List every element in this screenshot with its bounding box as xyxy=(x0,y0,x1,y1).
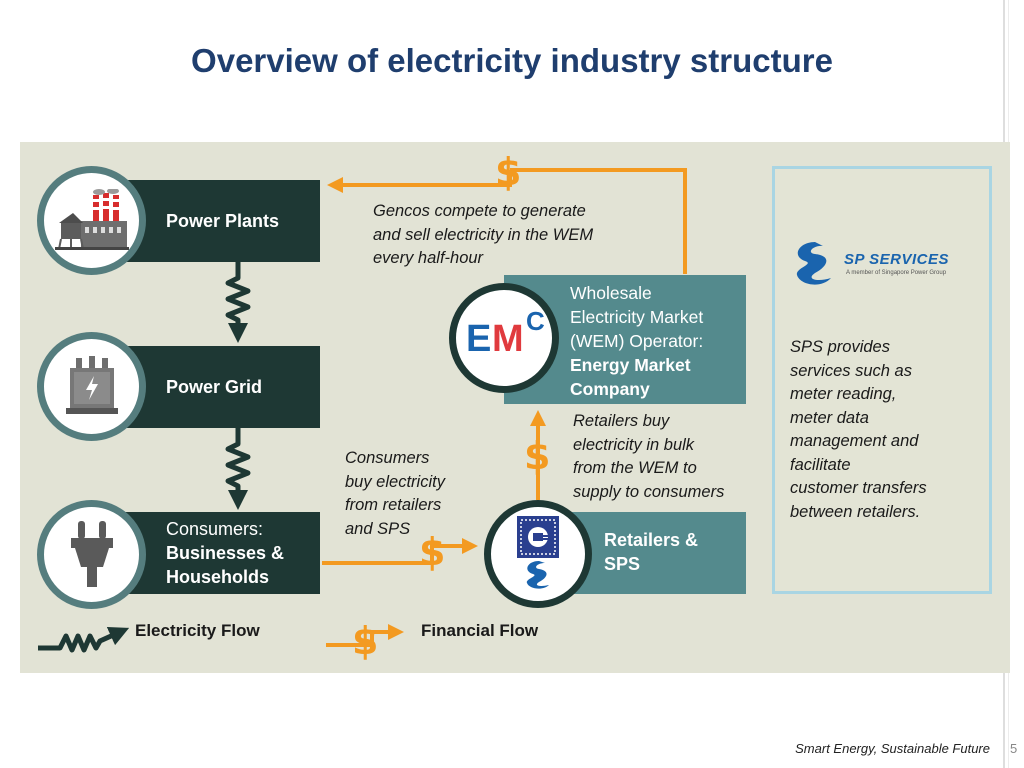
factory-icon xyxy=(54,188,129,250)
emc-logo-letter-m: M xyxy=(492,318,524,360)
sp-services-panel xyxy=(772,166,992,594)
sps-description-line: between retailers. xyxy=(790,502,921,521)
consumers-label-line1: Consumers: xyxy=(166,519,264,539)
wem-label-line4: Energy Market xyxy=(570,355,691,375)
sps-description-line: facilitate xyxy=(790,455,851,474)
dollar-icon: $ xyxy=(524,434,551,478)
wem-label-line5: Company xyxy=(570,379,650,399)
emc-logo-letter-c: C xyxy=(526,306,545,336)
sps-description-line: customer transfers xyxy=(790,479,927,497)
consumers-buy-line: and SPS xyxy=(345,519,411,538)
retailers-buy-line: supply to consumers xyxy=(573,482,725,501)
retailers-buy-line: Retailers buy xyxy=(573,412,670,430)
retailers-buy-line: electricity in bulk xyxy=(573,435,695,454)
sp-services-tagline: A member of Singapore Power Group xyxy=(846,270,947,276)
consumers-buy-line: buy electricity xyxy=(345,472,445,491)
power-plants-circle xyxy=(37,166,146,275)
plug-icon xyxy=(70,520,113,587)
power-grid-label: Power Grid xyxy=(166,377,263,397)
legend-dollar-icon: $ xyxy=(352,619,379,663)
consumers-buy-line: from retailers xyxy=(345,496,442,514)
page-title: Overview of electricity industry structu… xyxy=(191,42,833,79)
electricity-flow-plants-to-grid xyxy=(225,262,251,343)
retailers-label-line2: SPS xyxy=(604,554,641,574)
sps-description-line: SPS provides xyxy=(790,338,890,356)
sps-description-line: meter reading, xyxy=(790,385,897,403)
retailer-logo xyxy=(517,516,559,558)
page-number: 5 xyxy=(1010,741,1018,756)
consumers-label-line3: Households xyxy=(166,567,270,587)
sp-swirl-icon xyxy=(526,561,549,589)
power-plants-bar: Power Plants xyxy=(120,180,320,262)
gencos-annotation-line: every half-hour xyxy=(373,249,484,267)
consumers-buy-annotation: Consumers buy electricity from retailers… xyxy=(345,447,445,541)
gencos-annotation-line: and sell electricity in the WEM xyxy=(373,225,594,244)
consumers-circle xyxy=(37,500,146,609)
retailers-label-line1: Retailers & xyxy=(604,530,699,550)
power-grid-circle xyxy=(37,332,146,441)
transformer-icon xyxy=(65,355,118,414)
footer-tagline: Smart Energy, Sustainable Future xyxy=(795,741,990,756)
electricity-flow-grid-to-consumers xyxy=(225,428,251,510)
wem-circle: E M C xyxy=(449,283,559,393)
legend-financial-arrow xyxy=(326,624,404,647)
retailers-buy-line: from the WEM to xyxy=(573,459,697,477)
consumers-bar: Consumers: Businesses & Households xyxy=(120,512,320,594)
sp-services-logo-text: SP SERVICES xyxy=(844,251,949,268)
consumers-label-line2: Businesses & xyxy=(166,543,285,563)
consumers-buy-line: Consumers xyxy=(345,449,430,467)
gencos-annotation: Gencos compete to generate and sell elec… xyxy=(373,200,593,271)
legend-financial-flow: Financial Flow xyxy=(421,621,539,640)
emc-logo: E M C xyxy=(464,306,545,360)
financial-flow-wem-to-plants xyxy=(327,168,687,274)
wem-label-line3: (WEM) Operator: xyxy=(570,331,704,351)
sps-description: SPS provides services such as meter read… xyxy=(790,336,927,524)
sps-description-line: services such as xyxy=(790,361,912,380)
wem-label-line2: Electricity Market xyxy=(570,307,704,327)
sps-description-line: meter data xyxy=(790,408,869,427)
sp-services-logo xyxy=(796,242,831,285)
power-grid-bar: Power Grid xyxy=(120,346,320,428)
wem-label-line1: Wholesale xyxy=(570,283,652,303)
emc-logo-letter-e: E xyxy=(466,318,492,360)
sps-description-line: management and xyxy=(790,432,919,450)
legend-zigzag-icon xyxy=(38,626,130,653)
financial-flow-consumers-to-retailers xyxy=(322,538,478,565)
power-plants-label: Power Plants xyxy=(166,211,280,231)
gencos-annotation-line: Gencos compete to generate xyxy=(373,202,586,220)
retailers-buy-annotation: Retailers buy electricity in bulk from t… xyxy=(573,410,724,504)
dollar-icon: $ xyxy=(495,150,522,194)
legend-electricity-flow: Electricity Flow xyxy=(135,621,260,640)
retailers-circle xyxy=(484,500,592,608)
dollar-icon: $ xyxy=(419,530,446,574)
